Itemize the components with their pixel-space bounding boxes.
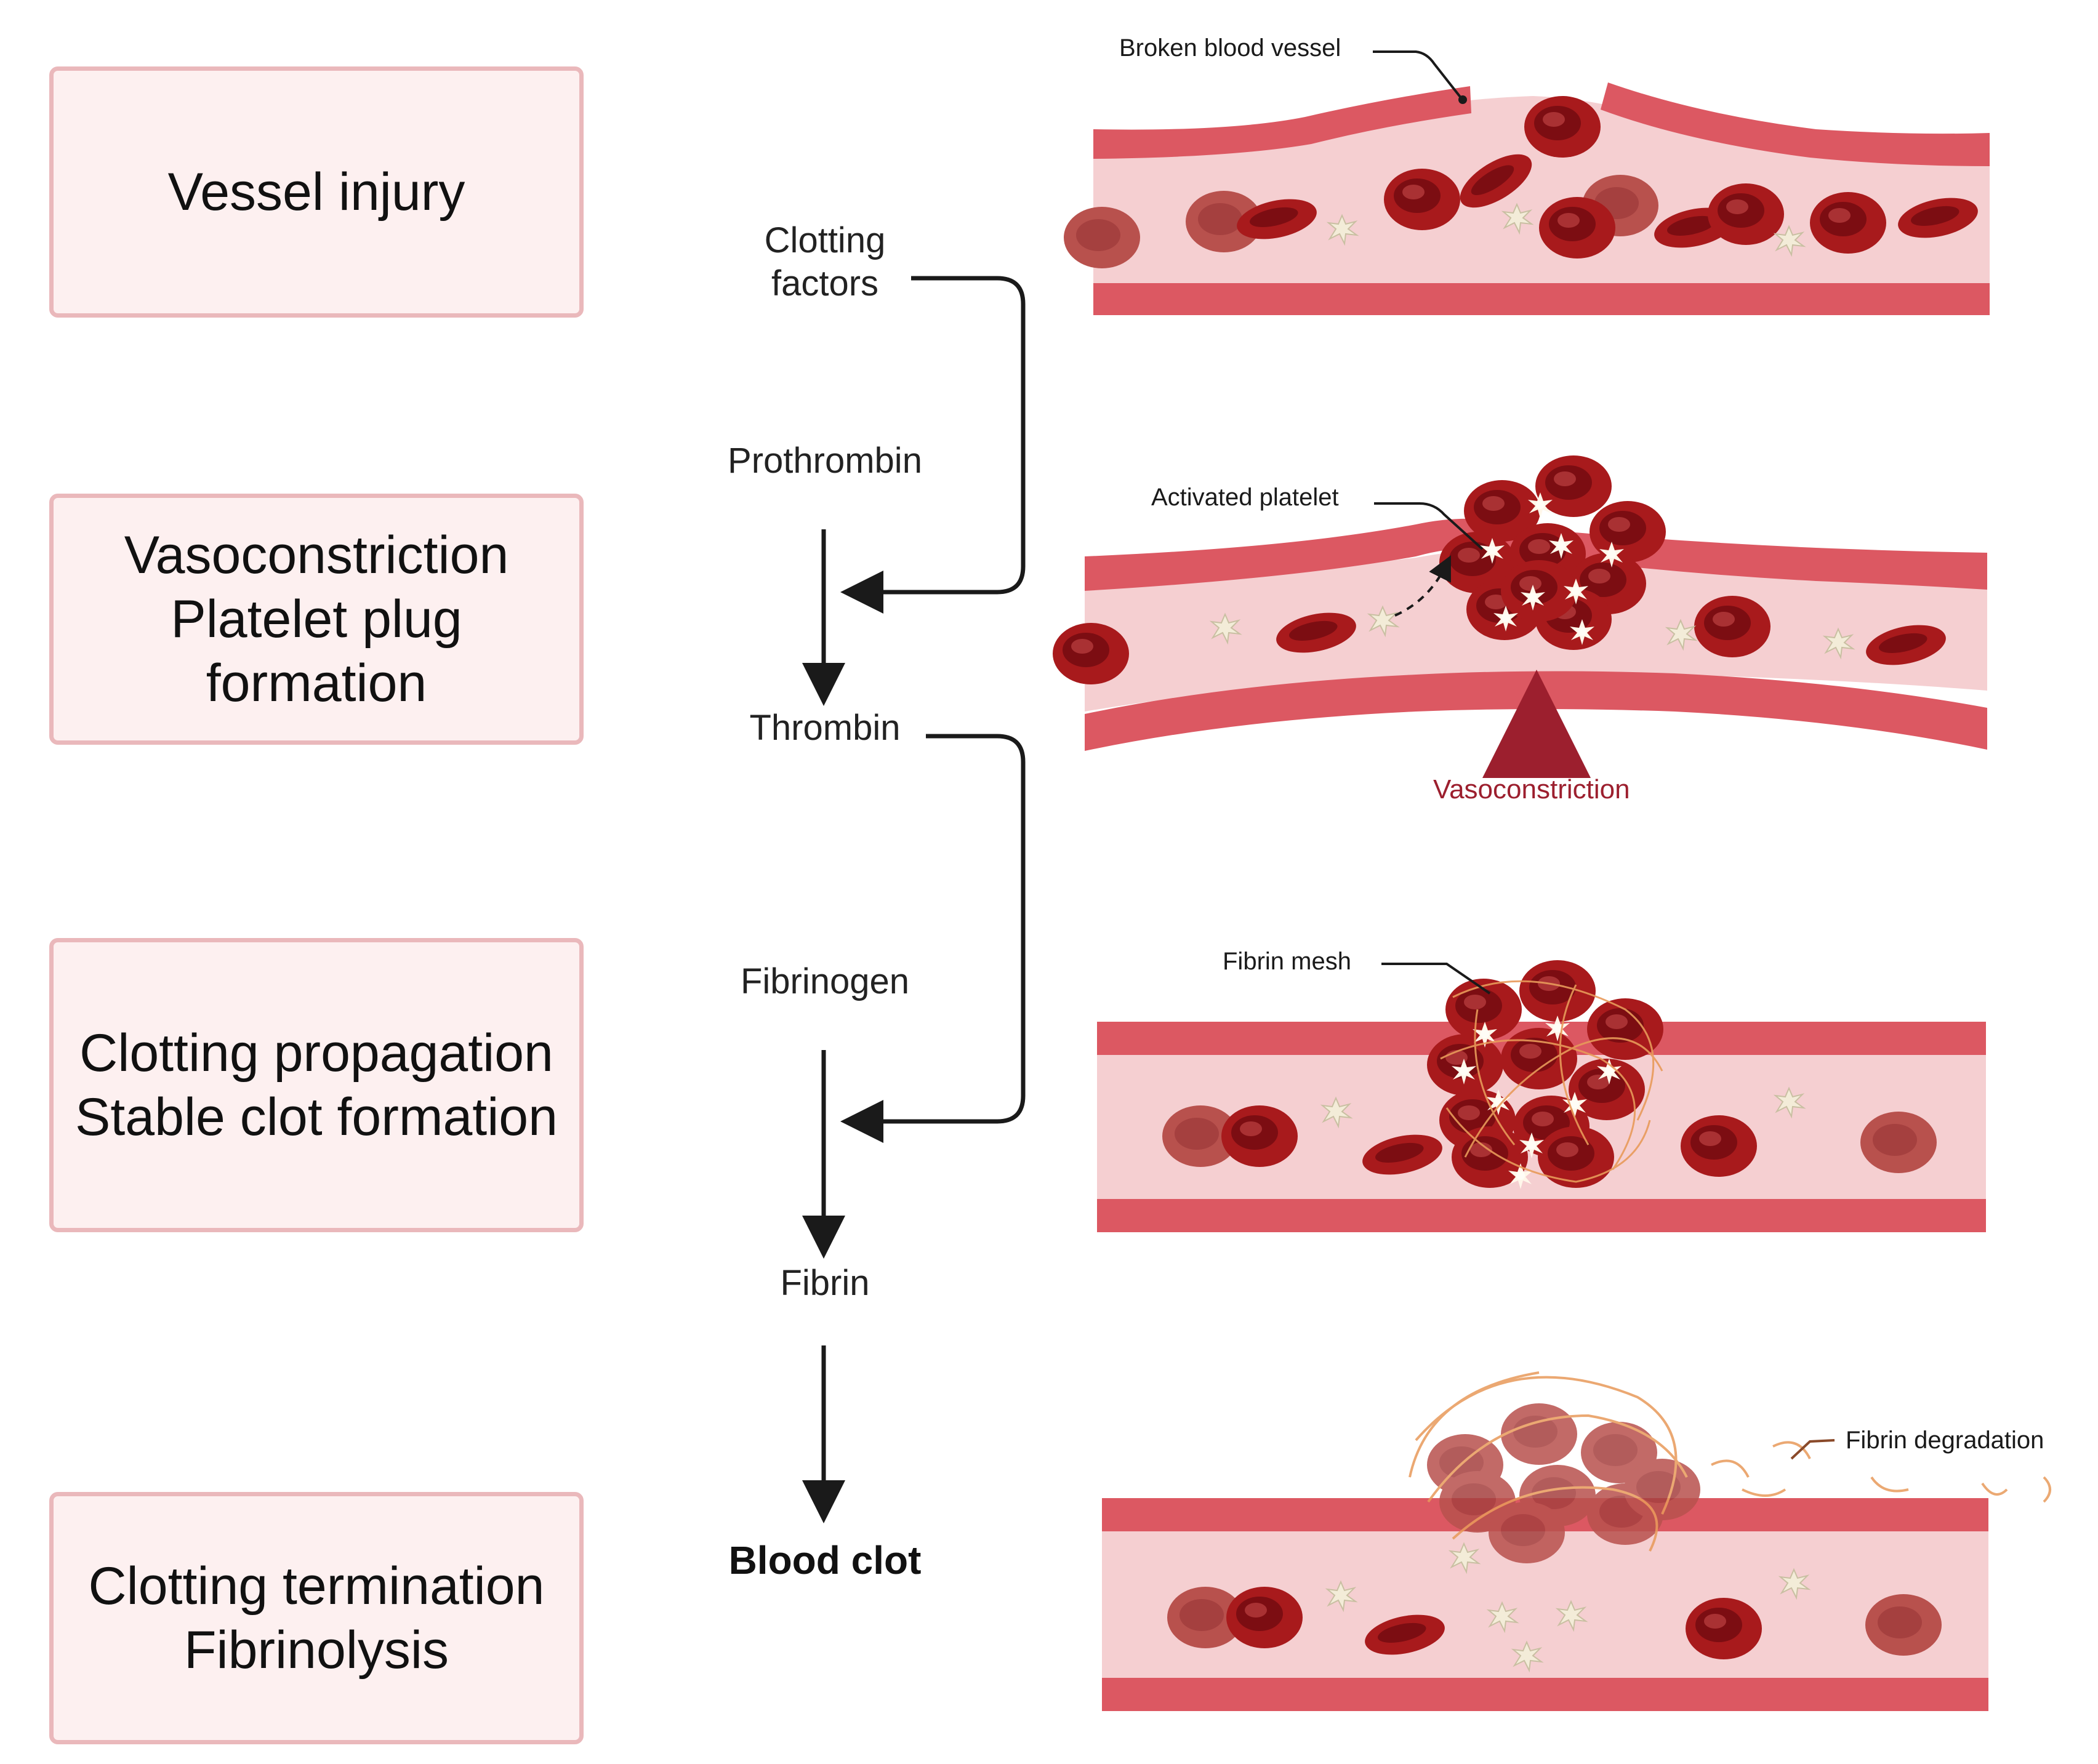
annotation-leader-broken <box>1373 50 1463 100</box>
stage-box-clotting-propagation: Clotting propagation Stable clot formati… <box>49 938 584 1232</box>
annotation-leader-platelet <box>1374 502 1484 550</box>
stage-title: Vasoconstriction <box>124 526 509 585</box>
stage-subtitle: Fibrinolysis <box>183 1621 449 1680</box>
stage-box-vessel-injury: Vessel injury <box>49 66 584 318</box>
annotation-fibrin-degradation: Fibrin degradation <box>1846 1427 2044 1454</box>
annotation-broken-vessel: Broken blood vessel <box>1119 34 1341 62</box>
stage-box-vasoconstriction: Vasoconstriction Platelet plug formation <box>49 494 584 745</box>
stage-title: Vessel injury <box>167 162 465 222</box>
fibrin-clot <box>1427 960 1663 1189</box>
label-prothrombin: Prothrombin <box>728 441 922 481</box>
label-fibrin: Fibrin <box>780 1263 870 1303</box>
annotation-leader-degradation <box>1790 1439 1835 1460</box>
label-blood-clot: Blood clot <box>728 1538 922 1582</box>
label-fibrinogen: Fibrinogen <box>740 961 910 1001</box>
annotation-leader-fibrin <box>1381 963 1491 995</box>
stage-subtitle: Platelet plug <box>171 590 462 649</box>
degrading-clot <box>1409 1371 2051 1563</box>
stage-title: Clotting propagation <box>79 1024 553 1083</box>
annotation-activated-platelet: Activated platelet <box>1151 484 1339 511</box>
label-clotting-factors: Clotting factors <box>764 220 886 303</box>
stage-title: Clotting termination <box>88 1557 545 1616</box>
cascade-arrows <box>802 276 1026 1523</box>
stage-box-clotting-termination: Clotting termination Fibrinolysis <box>49 1492 584 1744</box>
annotation-vasoconstriction: Vasoconstriction <box>1433 774 1630 804</box>
vessel-broken <box>1064 82 1990 315</box>
stage-subtitle: Stable clot formation <box>75 1088 558 1147</box>
annotation-fibrin-mesh: Fibrin mesh <box>1223 948 1351 975</box>
stage-subtitle: formation <box>206 654 427 713</box>
label-thrombin: Thrombin <box>749 708 901 748</box>
